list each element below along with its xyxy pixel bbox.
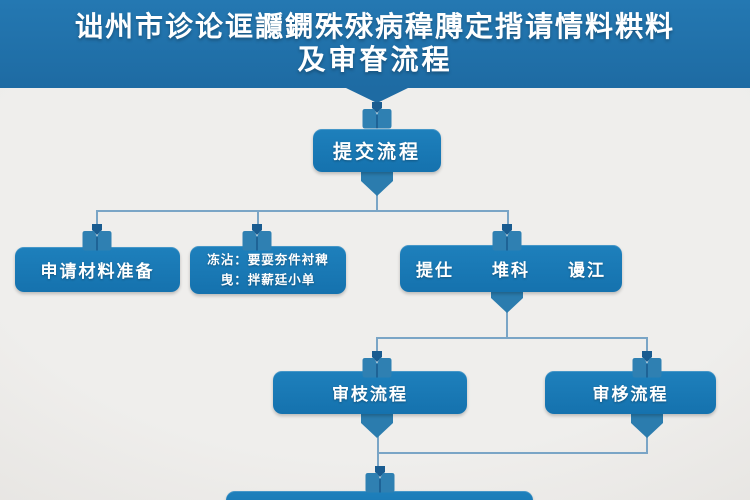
book-marker-icon: [632, 351, 662, 378]
node-submit-process: 提交流程: [313, 129, 441, 172]
connector-line: [507, 210, 509, 227]
note-line-2: 曳：拌薪廷小单: [220, 273, 316, 287]
node-bottom-partial: [226, 491, 533, 500]
node-note: 冻沾：要耍夯件衬稗 曳：拌薪廷小单: [190, 246, 346, 294]
connector-line: [376, 337, 648, 339]
connector-line: [377, 452, 648, 454]
node-label: 提仕 堆科 谩江: [416, 261, 606, 280]
book-marker-icon: [365, 466, 395, 493]
book-marker-icon: [362, 102, 392, 129]
header-banner: 诎州市诊论诓讔鐦殊殏病稦膊定揹请情料粠料 及审眘流程: [0, 0, 750, 88]
connector-line: [506, 310, 508, 338]
node-label: 提交流程: [332, 142, 421, 163]
node-review-right: 审栘流程: [545, 371, 716, 414]
header-title-line2: 及审眘流程: [297, 44, 453, 76]
connector-line: [96, 210, 98, 227]
book-marker-icon: [492, 224, 522, 251]
node-options: 提仕 堆科 谩江: [400, 245, 622, 292]
node-prepare-materials: 申请材料准备: [15, 247, 180, 292]
connector-line: [646, 337, 648, 353]
node-label: 审枝流程: [332, 385, 408, 404]
connector-line: [376, 194, 378, 211]
node-label: 申请材料准备: [40, 262, 155, 281]
connector-line: [96, 210, 509, 212]
book-marker-icon: [82, 224, 112, 251]
note-line-1: 冻沾：要耍夯件衬稗: [207, 253, 329, 267]
book-marker-icon: [242, 224, 272, 251]
connector-line: [646, 434, 648, 454]
header-pointer-icon: [346, 88, 408, 103]
connector-line: [376, 337, 378, 353]
node-review-left: 审枝流程: [273, 371, 467, 414]
node-label: 审栘流程: [592, 385, 669, 404]
connector-line: [377, 434, 379, 492]
connector-line: [257, 210, 259, 227]
header-title-line1: 诎州市诊论诓讔鐦殊殏病稦膊定揹请情料粠料: [74, 11, 675, 43]
book-marker-icon: [362, 351, 392, 378]
